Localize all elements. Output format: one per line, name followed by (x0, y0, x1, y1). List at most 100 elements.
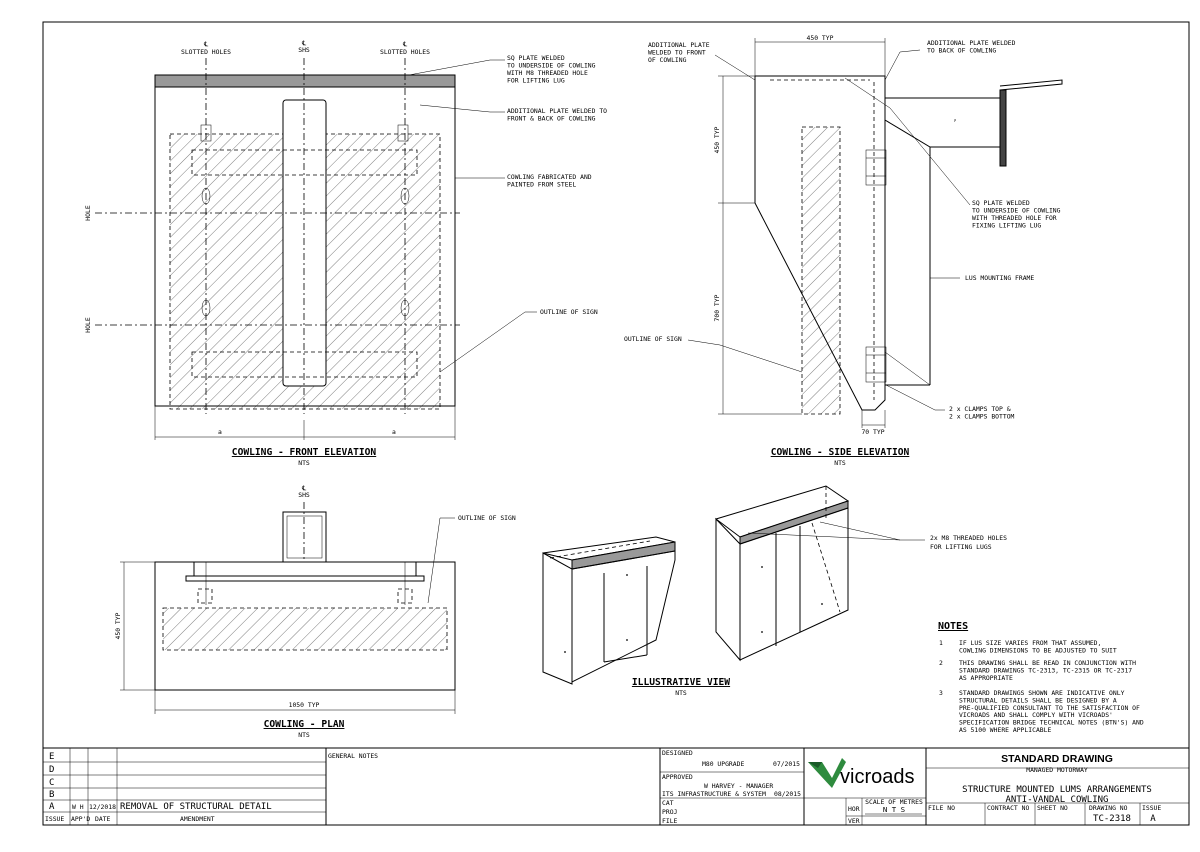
svg-text:℄: ℄ (402, 40, 407, 48)
side-callout-sq-plate-line: SQ PLATE WELDED (972, 199, 1030, 207)
note-text-line: STRUCTURAL DETAILS SHALL BE DESIGNED BY … (959, 696, 1117, 704)
side-dim-bottom: 70 TYP (861, 428, 884, 436)
front-callout-line: OUTLINE OF SIGN (540, 308, 598, 316)
note-text-line: STANDARD DRAWINGS SHOWN ARE INDICATIVE O… (959, 689, 1125, 697)
side-callout-sq-plate-line: TO UNDERSIDE OF COWLING (972, 207, 1061, 215)
side-callout-front-plate-line: ADDITIONAL PLATE (648, 41, 710, 49)
std-subtitle: MANAGED MOTORWAY (1026, 766, 1088, 774)
scale-label: SCALE OF METRES (865, 798, 923, 806)
cl-hole-2-label: HOLE (84, 317, 92, 333)
note-text-line: AS APPROPRIATE (959, 674, 1013, 682)
drawing-no: TC-2318 (1093, 814, 1131, 824)
issue-letter: E (49, 752, 54, 762)
approved-dept: ITS INFRASTRUCTURE & SYSTEM (662, 790, 766, 798)
front-callout-line: ADDITIONAL PLATE WELDED TO (507, 107, 607, 115)
designed-label: DESIGNED (662, 749, 693, 757)
issue-letter: A (49, 802, 55, 812)
note-text-line: PRE-QUALIFIED CONSULTANT TO THE SATISFAC… (959, 704, 1140, 712)
front-elevation-view: ℄ SLOTTED HOLES ℄ SHS ℄ SLOTTED HOLES HO… (84, 39, 607, 467)
note-text-line: IF LUS SIZE VARIES FROM THAT ASSUMED, (959, 639, 1101, 647)
ver-label: VER (848, 817, 860, 825)
sheet-no-label: SHEET NO (1037, 804, 1068, 812)
drawing-subtitle: ANTI-VANDAL COWLING (1006, 795, 1109, 805)
note-text-line: VICROADS AND SHALL COMPLY WITH VICROADS' (959, 711, 1113, 719)
approved-label: APPROVED (662, 773, 693, 781)
front-elevation-scale: NTS (298, 459, 310, 467)
drawing-no-label: DRAWING NO (1089, 804, 1128, 812)
front-callout-line: TO UNDERSIDE OF COWLING (507, 62, 596, 70)
side-dim-top: 450 TYP (807, 34, 834, 42)
cl-slotted-left-label: SLOTTED HOLES (181, 48, 231, 56)
front-callout-line: FRONT & BACK OF COWLING (507, 115, 596, 123)
front-elevation-title: COWLING - FRONT ELEVATION (232, 447, 377, 458)
issue-a-app: W H (72, 803, 84, 811)
hdr-issue: ISSUE (45, 815, 64, 823)
file-no-label: FILE NO (928, 804, 955, 812)
vicroads-logo: vicroads (808, 758, 914, 788)
side-callout-front-plate-line: WELDED TO FRONT (648, 49, 706, 57)
drawing-title: STRUCTURE MOUNTED LUMS ARRANGEMENTS (962, 785, 1152, 795)
plan-cl-shs-label: SHS (298, 491, 310, 499)
dim-a-right: a (392, 428, 396, 436)
cl-shs-label: SHS (298, 46, 310, 54)
issue-letter: C (49, 778, 54, 788)
plan-dim-h: 1050 TYP (289, 701, 320, 709)
illustrative-callout-1: 2x M8 THREADED HOLES (930, 534, 1007, 542)
note-text-line: SPECIFICATION BRIDGE TECHNICAL NOTES (BT… (959, 719, 1144, 727)
front-callout-line: PAINTED FROM STEEL (507, 181, 576, 189)
svg-text:℄: ℄ (203, 40, 208, 48)
side-dim-v1: 450 TYP (713, 126, 721, 153)
hdr-amendment: AMENDMENT (180, 815, 215, 823)
file-label: FILE (662, 817, 678, 825)
side-callout-sign-line: OUTLINE OF SIGN (624, 335, 682, 343)
issue-label: ISSUE (1142, 804, 1161, 812)
side-callout-back-plate-line: ADDITIONAL PLATE WELDED (927, 39, 1016, 47)
issue-letter: D (49, 765, 54, 775)
dim-a-left: a (218, 428, 222, 436)
hor-label: HOR (848, 805, 860, 813)
general-notes-label: GENERAL NOTES (328, 752, 378, 760)
side-callout-sq-plate-line: FIXING LIFTING LUG (972, 222, 1041, 230)
side-callout-frame-line: LUS MOUNTING FRAME (965, 274, 1034, 282)
notes-title: NOTES (938, 621, 968, 632)
note-text-line: STANDARD DRAWINGS TC-2313, TC-2315 OR TC… (959, 666, 1132, 674)
plan-sign-outline (162, 607, 448, 651)
approved-name: W HARVEY - MANAGER (704, 782, 773, 790)
front-callout-line: COWLING FABRICATED AND (507, 173, 592, 181)
illustrative-scale: NTS (675, 689, 687, 697)
side-sign-outline (801, 126, 841, 415)
cl-hole-1-label: HOLE (84, 205, 92, 221)
approved-date: 08/2015 (774, 790, 801, 798)
plan-callout-sign: OUTLINE OF SIGN (458, 514, 516, 522)
illustrative-title: ILLUSTRATIVE VIEW (632, 677, 730, 688)
front-callout-line: WITH M8 THREADED HOLE (507, 69, 588, 77)
cl-slotted-right-label: SLOTTED HOLES (380, 48, 430, 56)
side-callout-back-plate-line: TO BACK OF COWLING (927, 47, 996, 55)
front-callout-line: FOR LIFTING LUG (507, 77, 565, 85)
side-callout-clamps-line: 2 x CLAMPS TOP & (949, 405, 1011, 413)
shs-post (282, 99, 327, 387)
cat-label: CAT (662, 799, 674, 807)
issue-a-amendment: REMOVAL OF STRUCTURAL DETAIL (120, 802, 272, 812)
note-text-line: THIS DRAWING SHALL BE READ IN CONJUNCTIO… (959, 659, 1136, 667)
scale-value: N T S (883, 805, 905, 814)
note-number: 3 (939, 689, 943, 697)
side-dim-v2: 700 TYP (713, 294, 721, 321)
illustrative-view: ILLUSTRATIVE VIEW NTS 2x M8 THREADED HOL… (542, 485, 1007, 697)
issue-value: A (1150, 814, 1156, 824)
note-number: 2 (939, 659, 943, 667)
logo-text: vicroads (840, 766, 914, 788)
hdr-date: DATE (95, 815, 111, 823)
side-elevation-view: ⸗ 450 TYP 450 TYP 700 TYP 70 TYP COWLING… (624, 34, 1063, 467)
proj-label: PROJ (662, 808, 677, 816)
hdr-appd: APP'D (71, 815, 90, 823)
plan-scale: NTS (298, 731, 310, 739)
